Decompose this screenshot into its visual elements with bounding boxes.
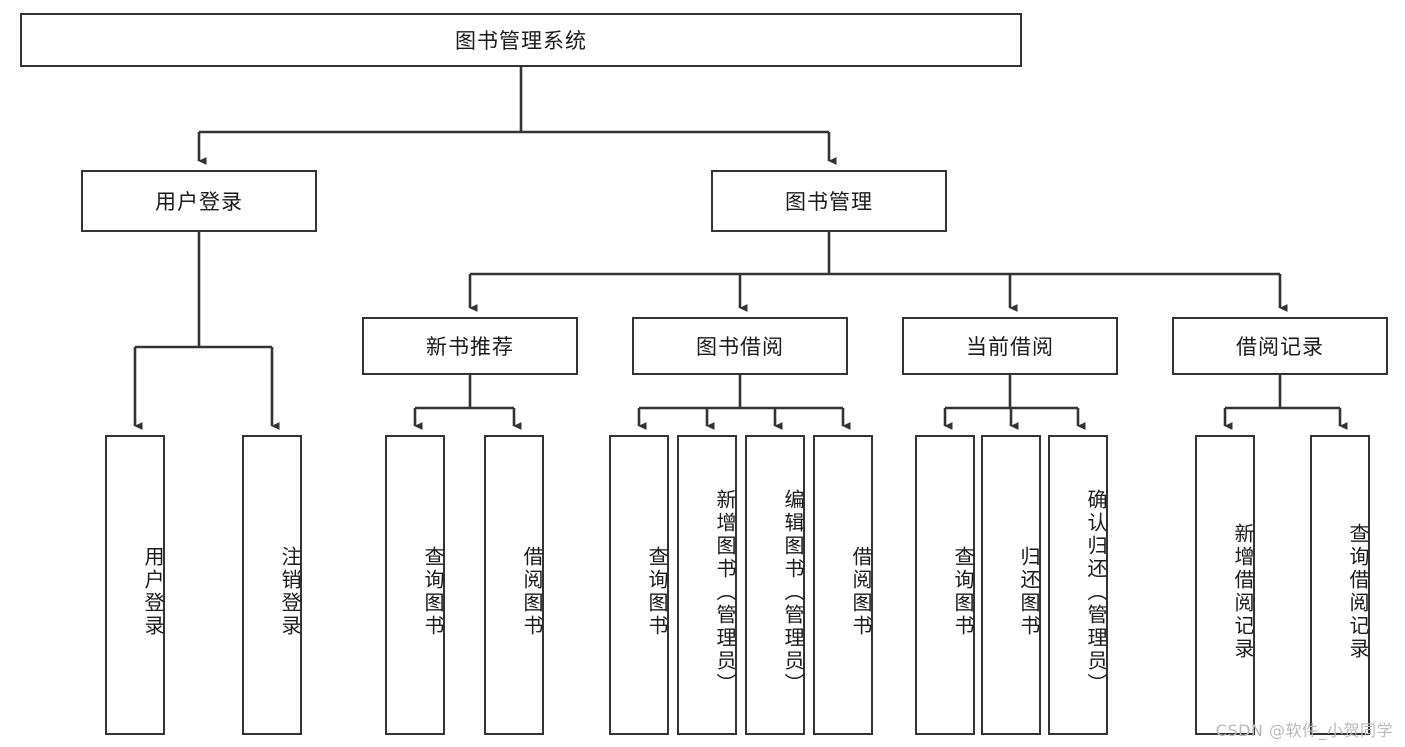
node-leaf-query-book-3[interactable]: 查询图书	[915, 435, 975, 735]
node-book-manage[interactable]: 图书管理	[711, 170, 947, 232]
node-leaf-borrow-book-2[interactable]: 借阅图书	[813, 435, 873, 735]
node-user-login[interactable]: 用户登录	[81, 170, 317, 232]
node-book-borrow[interactable]: 图书借阅	[632, 317, 848, 375]
node-label: 新书推荐	[426, 335, 514, 359]
node-label: 借阅记录	[1236, 335, 1324, 359]
node-label: 用户登录	[155, 190, 243, 214]
node-current-borrow[interactable]: 当前借阅	[902, 317, 1118, 375]
node-new-book-rec[interactable]: 新书推荐	[362, 317, 578, 375]
node-label: 借阅图书	[520, 546, 544, 638]
node-leaf-query-book-2[interactable]: 查询图书	[609, 435, 669, 735]
node-label: 图书借阅	[696, 335, 784, 359]
node-label: 编辑图书（管理员）	[781, 488, 805, 696]
node-leaf-borrow-book-1[interactable]: 借阅图书	[484, 435, 544, 735]
node-leaf-add-book[interactable]: 新增图书（管理员）	[677, 435, 737, 735]
node-leaf-query-record[interactable]: 查询借阅记录	[1310, 435, 1370, 735]
node-label: 注销登录	[278, 546, 302, 638]
node-leaf-user-login[interactable]: 用户登录	[105, 435, 165, 735]
node-leaf-user-logout[interactable]: 注销登录	[242, 435, 302, 735]
node-label: 查询图书	[951, 546, 975, 638]
node-label: 新增图书（管理员）	[713, 488, 737, 696]
node-leaf-edit-book[interactable]: 编辑图书（管理员）	[745, 435, 805, 735]
csdn-watermark: CSDN @软件_小贺同学	[1215, 721, 1393, 740]
node-label: 归还图书	[1017, 546, 1041, 638]
node-label: 借阅图书	[849, 546, 873, 638]
node-borrow-record[interactable]: 借阅记录	[1172, 317, 1388, 375]
node-leaf-add-record[interactable]: 新增借阅记录	[1195, 435, 1255, 735]
node-label: 查询图书	[645, 546, 669, 638]
node-leaf-query-book-1[interactable]: 查询图书	[385, 435, 445, 735]
node-label: 确认归还（管理员）	[1084, 488, 1108, 696]
node-label: 图书管理	[785, 190, 873, 214]
node-label: 查询图书	[421, 546, 445, 638]
node-leaf-return-book[interactable]: 归还图书	[981, 435, 1041, 735]
node-label: 查询借阅记录	[1346, 523, 1370, 661]
node-leaf-confirm-return[interactable]: 确认归还（管理员）	[1048, 435, 1108, 735]
node-label: 当前借阅	[966, 335, 1054, 359]
node-label: 图书管理系统	[455, 29, 587, 53]
node-root[interactable]: 图书管理系统	[20, 13, 1022, 67]
node-label: 新增借阅记录	[1231, 523, 1255, 661]
node-label: 用户登录	[141, 546, 165, 638]
